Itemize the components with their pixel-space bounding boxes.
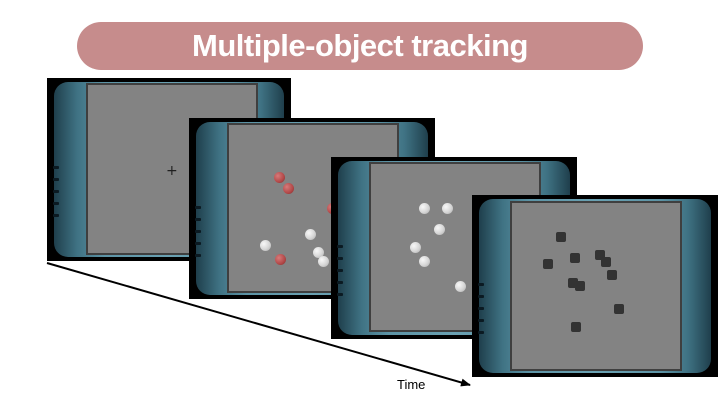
tracking-dot <box>434 224 445 235</box>
bezel-vents <box>53 166 59 226</box>
time-label: Time <box>397 377 426 392</box>
probe-dot <box>568 278 578 288</box>
tracking-dot <box>455 281 466 292</box>
target-dot <box>274 172 285 183</box>
probe-dot <box>570 253 580 263</box>
target-dot <box>275 254 286 265</box>
probe-dot <box>595 250 605 260</box>
distractor-dot <box>305 229 316 240</box>
tracking-dot <box>410 242 421 253</box>
tracking-dot <box>419 256 430 267</box>
distractor-dot <box>260 240 271 251</box>
bezel-vents <box>337 245 343 305</box>
distractor-dot <box>313 247 324 258</box>
tracking-dot <box>442 203 453 214</box>
tracking-dot <box>419 203 430 214</box>
target-dot <box>283 183 294 194</box>
bezel-vents <box>195 206 201 266</box>
probe-dot <box>543 259 553 269</box>
probe-dot <box>601 257 611 267</box>
probe-dot <box>575 281 585 291</box>
probe-dot <box>607 270 617 280</box>
bezel-vents <box>478 283 484 343</box>
probe-dot <box>556 232 566 242</box>
frame-response <box>472 195 718 377</box>
probe-dot <box>571 322 581 332</box>
distractor-dot <box>318 256 329 267</box>
title-text: Multiple-object tracking <box>192 28 528 63</box>
title-banner: Multiple-object tracking <box>77 22 643 70</box>
fixation-cross: + <box>166 163 178 179</box>
probe-dot <box>614 304 624 314</box>
display-screen <box>510 201 682 371</box>
